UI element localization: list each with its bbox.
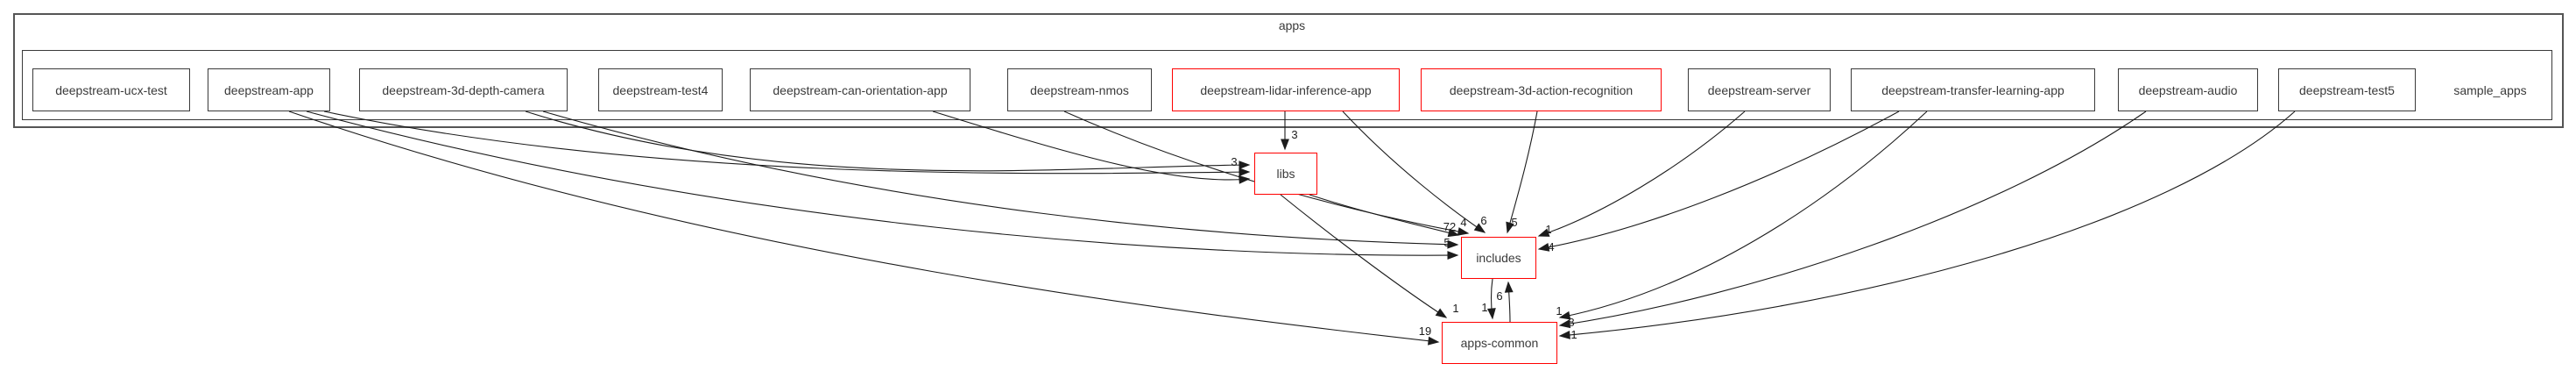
node-deepstream-test4[interactable]: deepstream-test4 xyxy=(598,68,723,111)
apps-cluster xyxy=(13,13,2564,128)
node-label: deepstream-test5 xyxy=(2299,82,2395,97)
edge-label-libs-to-includes[interactable]: 72 xyxy=(1443,220,1456,233)
arrowhead-apps-common-to-includes xyxy=(1504,281,1514,293)
edge-label-deepstream-server-to-includes[interactable]: 1 xyxy=(1545,223,1551,236)
node-label: apps-common xyxy=(1460,336,1539,350)
edge-deepstream-3d-depth-camera-to-includes xyxy=(542,111,1458,246)
edge-label-deepstream-audio-to-apps-common[interactable]: 8 xyxy=(1568,316,1574,329)
edge-label-deepstream-3d-depth-camera-to-includes[interactable]: 5 xyxy=(1443,236,1450,249)
arrowhead-deepstream-app-to-includes xyxy=(1447,251,1459,260)
edge-label-deepstream-app-to-libs[interactable]: 3 xyxy=(1231,155,1237,168)
node-deepstream-app[interactable]: deepstream-app xyxy=(208,68,330,111)
arrowhead-deepstream-audio-to-apps-common xyxy=(1558,319,1571,329)
node-label: deepstream-3d-action-recognition xyxy=(1449,82,1634,97)
arrowhead-libs-to-apps-common xyxy=(1435,308,1448,318)
node-deepstream-nmos[interactable]: deepstream-nmos xyxy=(1007,68,1152,111)
node-label: deepstream-lidar-inference-app xyxy=(1200,82,1372,97)
node-label: deepstream-test4 xyxy=(612,82,709,97)
node-deepstream-server[interactable]: deepstream-server xyxy=(1688,68,1831,111)
node-label: deepstream-audio xyxy=(2138,82,2238,97)
edge-libs-to-apps-common xyxy=(1280,194,1447,318)
arrowhead-libs-to-includes xyxy=(1447,228,1460,238)
sample-apps-cluster xyxy=(22,50,2552,120)
node-label: deepstream-app xyxy=(224,82,314,97)
node-deepstream-ucx-test[interactable]: deepstream-ucx-test xyxy=(32,68,190,111)
node-label: deepstream-can-orientation-app xyxy=(773,82,948,97)
edge-deepstream-transfer-learning-app-to-apps-common xyxy=(1559,111,1928,318)
edge-deepstream-test5-to-apps-common xyxy=(1559,111,2296,337)
arrowhead-deepstream-3d-depth-camera-to-libs xyxy=(1239,160,1251,170)
arrowhead-deepstream-lidar-inference-app-to-includes xyxy=(1473,223,1486,233)
node-deepstream-test5[interactable]: deepstream-test5 xyxy=(2278,68,2416,111)
node-label: deepstream-nmos xyxy=(1030,82,1129,97)
edge-libs-to-includes xyxy=(1309,194,1459,236)
node-deepstream-3d-depth-camera[interactable]: deepstream-3d-depth-camera xyxy=(359,68,568,111)
arrowhead-deepstream-app-to-apps-common xyxy=(1428,336,1440,346)
edge-label-deepstream-lidar-inference-app-to-includes[interactable]: 6 xyxy=(1480,214,1486,227)
edge-label-deepstream-app-to-apps-common[interactable]: 19 xyxy=(1419,325,1431,338)
edge-deepstream-3d-action-recognition-to-includes xyxy=(1507,111,1538,233)
edge-deepstream-can-orientation-app-to-libs xyxy=(932,111,1250,181)
edge-label-apps-common-to-includes[interactable]: 6 xyxy=(1496,289,1502,303)
arrowhead-deepstream-3d-depth-camera-to-includes xyxy=(1447,239,1459,249)
edge-label-libs-to-apps-common[interactable]: 1 xyxy=(1452,302,1458,315)
arrowhead-deepstream-lidar-inference-app-to-libs xyxy=(1281,139,1289,151)
node-deepstream-transfer-learning-app[interactable]: deepstream-transfer-learning-app xyxy=(1851,68,2095,111)
edge-deepstream-3d-depth-camera-to-libs xyxy=(525,111,1250,172)
node-deepstream-lidar-inference-app[interactable]: deepstream-lidar-inference-app xyxy=(1172,68,1400,111)
edge-label-deepstream-nmos-to-includes[interactable]: 4 xyxy=(1460,216,1466,229)
edge-label-deepstream-transfer-learning-app-to-apps-common[interactable]: 1 xyxy=(1556,304,1562,317)
edge-deepstream-app-to-libs xyxy=(323,111,1250,175)
node-apps-common[interactable]: apps-common xyxy=(1442,322,1557,364)
node-libs[interactable]: libs xyxy=(1254,153,1317,195)
node-label: deepstream-transfer-learning-app xyxy=(1881,82,2064,97)
node-deepstream-3d-action-recognition[interactable]: deepstream-3d-action-recognition xyxy=(1421,68,1662,111)
arrowhead-deepstream-transfer-learning-app-to-includes xyxy=(1537,243,1550,252)
edge-label-deepstream-transfer-learning-app-to-includes[interactable]: 4 xyxy=(1548,240,1554,253)
sample-apps-cluster-label: sample_apps xyxy=(2453,83,2527,97)
edge-label-deepstream-3d-action-recognition-to-includes[interactable]: 5 xyxy=(1511,216,1517,229)
node-label: includes xyxy=(1476,251,1521,265)
arrowhead-deepstream-test5-to-apps-common xyxy=(1558,331,1570,339)
edge-label-includes-to-apps-common[interactable]: 1 xyxy=(1481,301,1487,314)
edge-deepstream-transfer-learning-app-to-includes xyxy=(1538,111,1900,250)
edge-deepstream-app-to-apps-common xyxy=(288,111,1439,343)
apps-cluster-label: apps xyxy=(1278,18,1306,32)
edge-deepstream-audio-to-apps-common xyxy=(1559,111,2147,326)
edge-label-deepstream-test5-to-apps-common[interactable]: 1 xyxy=(1570,328,1577,341)
arrowhead-includes-to-apps-common xyxy=(1486,308,1496,320)
edge-deepstream-app-to-includes xyxy=(306,111,1458,256)
node-label: deepstream-3d-depth-camera xyxy=(382,82,545,97)
arrowhead-deepstream-3d-action-recognition-to-includes xyxy=(1506,221,1514,234)
edge-label-deepstream-lidar-inference-app-to-libs[interactable]: 3 xyxy=(1291,128,1297,141)
edge-deepstream-server-to-includes xyxy=(1538,111,1746,237)
node-deepstream-can-orientation-app[interactable]: deepstream-can-orientation-app xyxy=(750,68,970,111)
arrowhead-deepstream-server-to-includes xyxy=(1537,228,1550,237)
arrowhead-deepstream-transfer-learning-app-to-apps-common xyxy=(1558,310,1571,320)
node-label: libs xyxy=(1276,167,1295,181)
edge-deepstream-lidar-inference-app-to-includes xyxy=(1342,111,1486,233)
node-deepstream-audio[interactable]: deepstream-audio xyxy=(2118,68,2258,111)
node-label: deepstream-ucx-test xyxy=(55,82,167,97)
node-includes[interactable]: includes xyxy=(1461,237,1536,279)
arrowhead-deepstream-app-to-libs xyxy=(1239,168,1251,177)
node-label: deepstream-server xyxy=(1707,82,1811,97)
arrowhead-deepstream-nmos-to-includes xyxy=(1457,227,1470,236)
